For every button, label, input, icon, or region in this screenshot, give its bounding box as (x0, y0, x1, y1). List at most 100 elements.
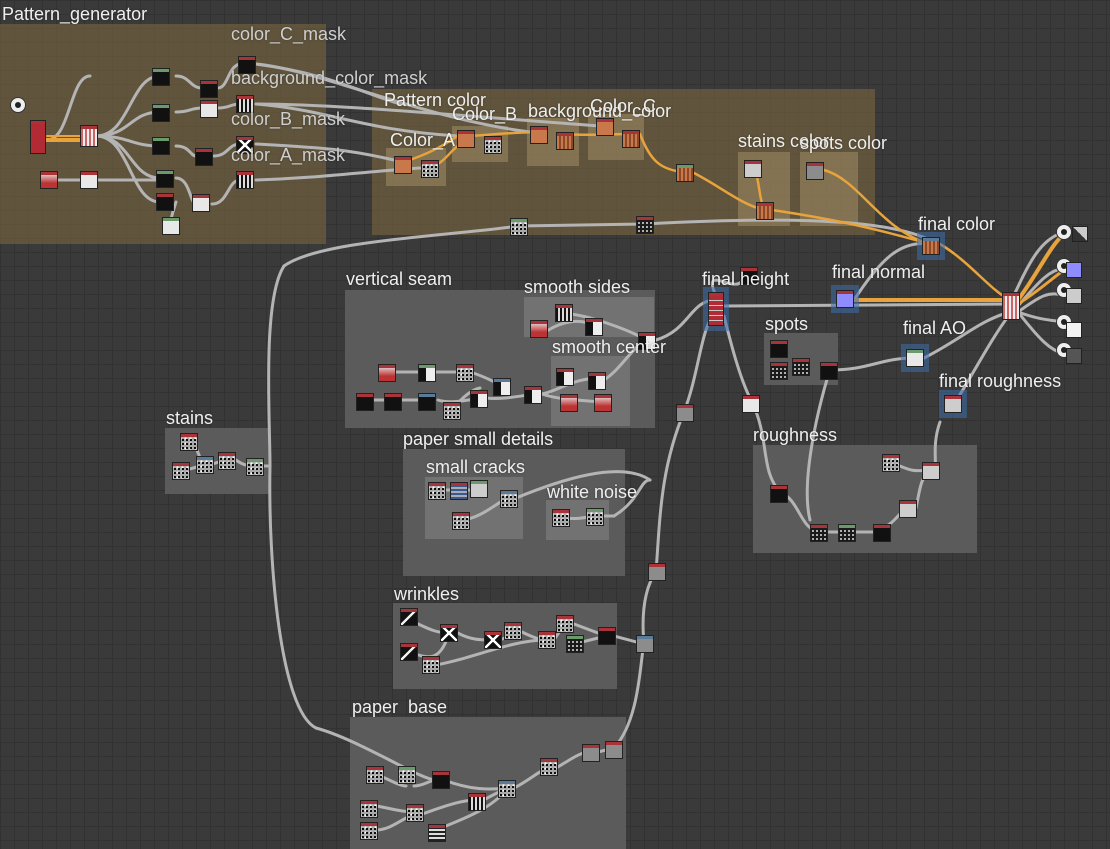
spots-node-4[interactable] (820, 362, 838, 380)
pattern-node-3[interactable] (152, 137, 170, 155)
final-normal-node[interactable] (836, 290, 854, 308)
smooth-sides-node-2[interactable] (585, 318, 603, 336)
blend-node-4[interactable] (192, 194, 210, 212)
smooth-sides-output-node[interactable] (638, 332, 656, 350)
color-c-uniform-node[interactable] (596, 118, 614, 136)
white-noise-node-1[interactable] (552, 509, 570, 527)
spots-node-3[interactable] (792, 358, 810, 376)
pattern-node-6[interactable] (162, 217, 180, 235)
wrinkles-node-3[interactable] (440, 624, 458, 642)
blend-node-2[interactable] (200, 100, 218, 118)
smooth-sides-node-1[interactable] (555, 304, 573, 322)
gradient-node[interactable] (30, 120, 46, 154)
wrinkles-node-5[interactable] (484, 631, 502, 649)
blend-node-1[interactable] (200, 80, 218, 98)
final-height-node[interactable] (708, 292, 724, 326)
roughness-node-3[interactable] (838, 524, 856, 542)
details-merge-node[interactable] (676, 404, 694, 422)
frame-pattern-color[interactable] (372, 89, 875, 235)
spots-color-node[interactable] (806, 162, 824, 180)
paper-base-node-4[interactable] (360, 800, 378, 818)
paper-base-node-9[interactable] (498, 780, 516, 798)
pattern-node-4[interactable] (156, 170, 174, 188)
smooth-center-node-2[interactable] (588, 372, 606, 390)
paper-base-node-3[interactable] (432, 771, 450, 789)
height-preview-node[interactable] (740, 267, 758, 285)
smooth-center-node-4[interactable] (594, 394, 612, 412)
output-basecolor-icon[interactable] (1056, 224, 1072, 240)
wrinkles-node-2[interactable] (400, 643, 418, 661)
seam-shape-node-3[interactable] (470, 390, 488, 408)
background-uniform-node[interactable] (530, 126, 548, 144)
stains-node-1[interactable] (180, 433, 198, 451)
cracks-node-1[interactable] (428, 482, 446, 500)
details-merge-node-2[interactable] (648, 563, 666, 581)
color-b-blend-node[interactable] (484, 136, 502, 154)
color-a-blend-node[interactable] (421, 160, 439, 178)
seam-black-node-3[interactable] (418, 393, 436, 411)
roughness-node-1[interactable] (770, 485, 788, 503)
wrinkles-node-1[interactable] (400, 608, 418, 626)
color-b-uniform-node[interactable] (457, 130, 475, 148)
blend-node-3[interactable] (195, 148, 213, 166)
smooth-center-node-1[interactable] (556, 368, 574, 386)
seam-white-node[interactable] (443, 402, 461, 420)
paper-base-node-6[interactable] (360, 822, 378, 840)
stains-color-node[interactable] (744, 160, 762, 178)
mask-node-b[interactable] (236, 136, 254, 154)
paper-base-node-10[interactable] (540, 758, 558, 776)
stains-node-2[interactable] (172, 462, 190, 480)
background-blend-node[interactable] (556, 132, 574, 150)
paper-base-node-8[interactable] (428, 824, 446, 842)
smooth-center-node-3[interactable] (560, 394, 578, 412)
seam-shape-node-2[interactable] (493, 378, 511, 396)
mask-node-background[interactable] (236, 95, 254, 113)
spots-node-1[interactable] (770, 340, 788, 358)
seam-noise-node[interactable] (456, 364, 474, 382)
shape-knob-node[interactable] (10, 97, 26, 113)
wrinkles-output-node[interactable] (636, 635, 654, 653)
seam-black-node-1[interactable] (356, 393, 374, 411)
color-a-uniform-node[interactable] (394, 156, 412, 174)
wrinkles-node-8[interactable] (556, 615, 574, 633)
wrinkles-node-9[interactable] (566, 635, 584, 653)
stains-node-5[interactable] (246, 458, 264, 476)
noise-mask-node[interactable] (636, 216, 654, 234)
paper-base-output-node[interactable] (605, 741, 623, 759)
paper-base-node-7[interactable] (468, 793, 486, 811)
final-ao-node[interactable] (906, 349, 924, 367)
stains-node-4[interactable] (218, 452, 236, 470)
seam-black-node-2[interactable] (384, 393, 402, 411)
paper-base-node-11[interactable] (582, 744, 600, 762)
cracks-node-5[interactable] (452, 512, 470, 530)
cracks-node-2[interactable] (450, 482, 468, 500)
mask-node-a[interactable] (236, 171, 254, 189)
seam-shape-node-1[interactable] (418, 364, 436, 382)
pattern-node-2[interactable] (152, 104, 170, 122)
tile-sampler-node[interactable] (80, 125, 98, 147)
seam-shape-node-4[interactable] (524, 386, 542, 404)
pattern-node-5[interactable] (156, 193, 174, 211)
roughness-node-7[interactable] (899, 500, 917, 518)
paper-base-node-5[interactable] (406, 804, 424, 822)
pattern-node-1[interactable] (152, 68, 170, 86)
white-noise-node-2[interactable] (586, 508, 604, 526)
mask-node-c[interactable] (238, 56, 256, 74)
spots-mask-node[interactable] (742, 395, 760, 413)
roughness-node-4[interactable] (873, 524, 891, 542)
spots-node-2[interactable] (770, 362, 788, 380)
paper-base-node-1[interactable] (366, 766, 384, 784)
output-bundle-node[interactable] (1002, 292, 1020, 320)
color-c-blend-node[interactable] (622, 130, 640, 148)
levels-node[interactable] (80, 171, 98, 189)
roughness-node-5[interactable] (882, 454, 900, 472)
wrinkles-node-10[interactable] (598, 627, 616, 645)
wrinkles-node-7[interactable] (538, 631, 556, 649)
final-color-node[interactable] (922, 237, 940, 255)
roughness-node-6[interactable] (922, 462, 940, 480)
gradient-linear-node[interactable] (40, 171, 58, 189)
wrinkles-node-4[interactable] (422, 656, 440, 674)
pattern-color-blend-node[interactable] (676, 164, 694, 182)
final-roughness-node[interactable] (944, 395, 962, 413)
smooth-sides-gradient-node[interactable] (530, 320, 548, 338)
